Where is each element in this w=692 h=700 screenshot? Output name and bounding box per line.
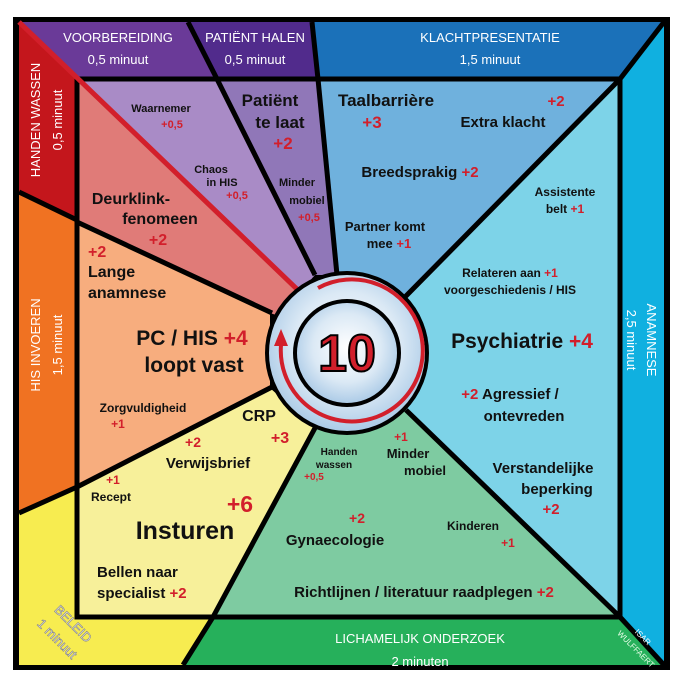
factor-relateren: Relateren aan +1 (462, 266, 558, 280)
factor-label: fenomeen (122, 211, 198, 228)
band-title: VOORBEREIDING (63, 30, 173, 45)
factor-label: Recept (91, 490, 131, 504)
band-beleid (19, 487, 213, 665)
band-patient-halen (188, 22, 318, 79)
band-time: 1,5 minuut (460, 52, 521, 67)
factor-label: Deurklink- (92, 191, 170, 208)
wedge-anamnese (405, 79, 620, 617)
factor-agressief: +2 Agressief / (461, 386, 559, 403)
factor-label: Minder (387, 446, 430, 461)
factor-label: in HIS (206, 177, 237, 189)
factor-label: Waarnemer (131, 103, 191, 115)
factor-value: +2 (88, 244, 106, 261)
factor-assistente: belt +1 (546, 202, 585, 216)
wedge-onderzoek (213, 410, 620, 617)
factor-value: +6 (227, 491, 253, 517)
factor-value: +3 (271, 430, 289, 447)
band-time: 0,5 minuut (225, 52, 286, 67)
center-value: 10 (318, 325, 376, 383)
factor-label: Minder (279, 177, 316, 189)
arrow-head-icon (274, 329, 288, 346)
band-time: 2 minuten (391, 654, 448, 669)
factor-value: +1 (394, 430, 408, 444)
factor-label: Chaos (194, 164, 228, 176)
factor-label: Zorgvuldigheid (100, 401, 187, 415)
factor-value: +1 (111, 417, 125, 431)
factor-label: loopt vast (144, 354, 243, 377)
factor-label: Verstandelijke (493, 460, 594, 477)
band-anamnese (620, 22, 664, 665)
wedge-klacht (318, 79, 620, 297)
factor-label: Gynaecologie (286, 532, 384, 549)
factor-label: Patiënt (242, 91, 299, 110)
factor-value: +0,5 (304, 472, 324, 483)
factor-value: +2 (349, 510, 365, 526)
factor-labels: Waarnemer +0,5 Chaos in HIS +0,5 Patiënt… (88, 91, 596, 602)
factor-label: anamnese (88, 285, 166, 302)
factor-label: Partner komt (345, 219, 426, 234)
factor-bellen: specialist +2 (97, 585, 187, 602)
wedge-his (77, 222, 270, 487)
band-klachtpresentatie (312, 22, 664, 79)
band-time: 0,5 minuut (50, 89, 65, 150)
factor-value: +2 (149, 232, 167, 249)
factor-richtlijnen: Richtlijnen / literatuur raadplegen +2 (294, 584, 554, 601)
factor-label: Handen (321, 447, 358, 458)
factor-label: beperking (521, 481, 593, 498)
factor-label: Assistente (535, 185, 596, 199)
factor-label: voorgeschiedenis / HIS (444, 283, 576, 297)
factor-psychiatrie: Psychiatrie +4 (451, 330, 593, 353)
factor-label: mobiel (404, 463, 446, 478)
factor-value: +2 (542, 501, 559, 518)
band-title: HIS INVOEREN (28, 298, 43, 391)
factor-label: Bellen naar (97, 564, 178, 581)
band-title: ANAMNESE (644, 304, 659, 377)
red-cycle-arrow (278, 277, 425, 424)
wedge-deurklink (77, 79, 300, 318)
factor-label: CRP (242, 408, 276, 425)
wedge-patient-te-laat (217, 79, 337, 275)
factor-value: +1 (106, 473, 120, 487)
factor-pc-his: PC / HIS +4 (136, 327, 248, 350)
factor-value: +0,5 (226, 190, 248, 202)
wedge-beleid (77, 388, 315, 617)
band-title: LICHAMELIJK ONDERZOEK (335, 631, 505, 646)
factor-value: +2 (547, 93, 564, 110)
factor-label: Kinderen (447, 519, 499, 533)
band-title: HANDEN WASSEN (28, 63, 43, 177)
factor-label: Verwijsbrief (166, 455, 251, 472)
band-lichamelijk-onderzoek (183, 617, 664, 665)
band-voorbereiding (19, 22, 217, 79)
band-title: PATIËNT HALEN (205, 30, 305, 45)
factor-label: Lange (88, 264, 135, 281)
factor-label: wassen (315, 460, 352, 471)
factor-value: +2 (273, 134, 292, 153)
factor-value: +1 (501, 536, 515, 550)
factor-label: ontevreden (484, 408, 565, 425)
factor-value: +2 (185, 434, 201, 450)
factor-label: te laat (255, 113, 304, 132)
factor-label: mobiel (289, 195, 324, 207)
band-title: KLACHTPRESENTATIE (420, 30, 560, 45)
band-handen-wassen (19, 22, 77, 220)
band-time: 0,5 minuut (88, 52, 149, 67)
factor-breedsprakig: Breedsprakig +2 (361, 164, 478, 181)
factor-label: Extra klacht (460, 114, 545, 131)
factor-label: Taalbarrière (338, 91, 434, 110)
divider-lines (17, 20, 666, 667)
band-time: 1,5 minuut (50, 314, 65, 375)
factor-value: +0,5 (298, 212, 320, 224)
band-time: 2,5 minuut (624, 310, 639, 371)
factor-label: Insturen (136, 517, 235, 545)
factor-partner: mee +1 (367, 236, 411, 251)
factor-value: +0,5 (161, 119, 183, 131)
hub-inner-ring (293, 299, 401, 407)
band-his-invoeren (19, 192, 77, 513)
factor-value: +3 (362, 113, 381, 132)
